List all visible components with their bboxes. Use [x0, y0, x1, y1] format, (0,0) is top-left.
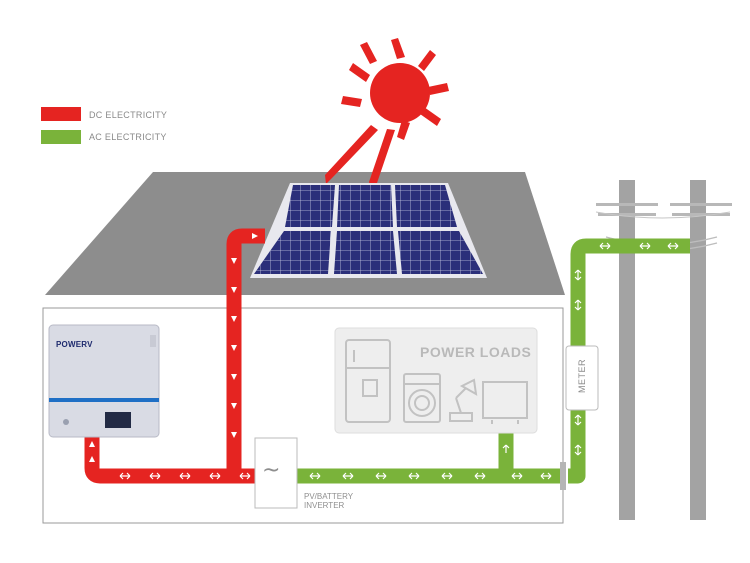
inverter-label-line2: INVERTER	[304, 501, 345, 510]
inverter-box	[254, 437, 298, 509]
legend-dc-swatch	[41, 107, 81, 121]
inverter-label-line1: PV/BATTERY	[304, 492, 354, 501]
dc-flow-arrows	[89, 233, 258, 480]
sun-icon	[325, 38, 449, 192]
fridge-icon	[345, 339, 391, 423]
meter-box	[565, 345, 599, 411]
meter-label: METER	[577, 359, 587, 393]
solar-panel-icon	[250, 183, 487, 278]
desk-lamp-icon	[449, 378, 478, 422]
power-loads-panel	[334, 327, 538, 434]
washing-machine-icon	[403, 373, 441, 423]
dc-line	[84, 228, 265, 484]
inverter-symbol: ~	[262, 458, 281, 483]
battery-unit	[48, 324, 160, 438]
utility-pole-icon	[595, 180, 732, 520]
legend-dc-label: DC ELECTRICITY	[89, 110, 168, 120]
legend-ac-label: AC ELECTRICITY	[89, 132, 167, 142]
legend-ac-swatch	[41, 130, 81, 144]
ac-flow-arrows	[309, 242, 679, 480]
battery-brand-logo: POWERV	[56, 340, 93, 349]
tv-icon	[482, 381, 528, 424]
power-loads-title: POWER LOADS	[420, 344, 532, 360]
connector	[560, 462, 566, 490]
